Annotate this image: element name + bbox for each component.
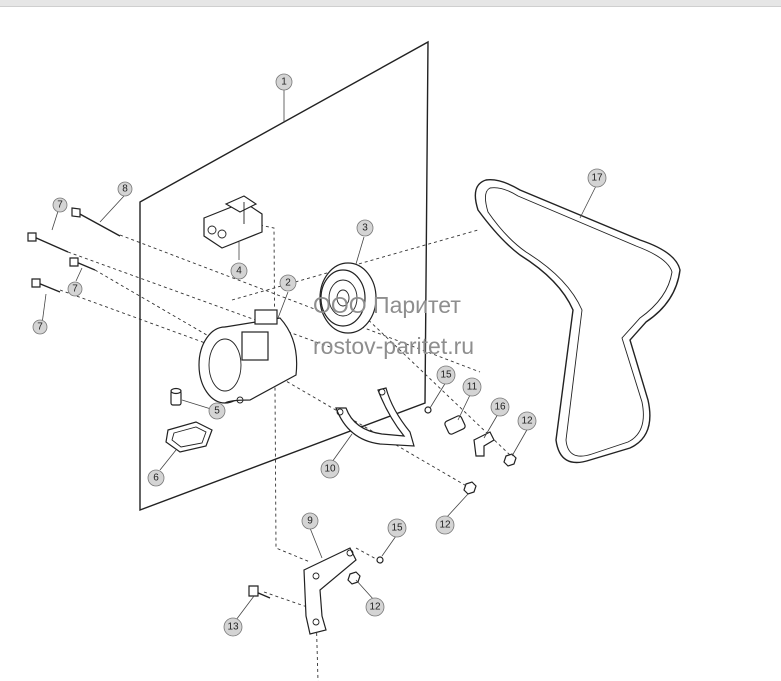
callout-16: 16	[490, 397, 510, 417]
bolt-7-middle	[69, 257, 96, 271]
svg-text:7: 7	[37, 322, 43, 333]
callout-12-lower: 12	[365, 597, 385, 617]
top-bar	[0, 0, 781, 7]
callout-17: 17	[587, 168, 607, 188]
nut-12-mid	[463, 481, 477, 495]
svg-text:7: 7	[72, 284, 78, 295]
callout-12-right: 12	[517, 411, 537, 431]
svg-text:9: 9	[307, 516, 313, 527]
svg-text:11: 11	[467, 382, 478, 393]
svg-text:15: 15	[391, 523, 403, 534]
callout-12-mid: 12	[435, 515, 455, 535]
callout-7-bottom: 7	[32, 319, 48, 335]
callout-7-middle: 7	[67, 281, 83, 297]
leader-lines	[41, 90, 597, 621]
watermark-company: ООО Паритет	[313, 292, 461, 318]
svg-text:16: 16	[494, 402, 506, 413]
bolt-7-lower	[31, 278, 61, 293]
pulley	[319, 262, 377, 334]
svg-text:5: 5	[214, 406, 220, 417]
compressor	[198, 309, 298, 404]
valve-block	[203, 195, 263, 249]
drive-belt	[474, 179, 681, 464]
fastener-15-upper	[424, 406, 432, 414]
svg-text:17: 17	[591, 173, 603, 184]
bolt-8	[71, 207, 121, 237]
svg-text:8: 8	[122, 184, 128, 195]
callout-6: 6	[147, 469, 165, 487]
callout-15-lower: 15	[387, 518, 407, 538]
watermark-website: rostov-paritet.ru	[313, 333, 475, 359]
callout-11: 11	[462, 377, 482, 397]
bolt-13	[248, 585, 271, 599]
svg-text:1: 1	[281, 77, 287, 88]
svg-text:12: 12	[521, 416, 533, 427]
svg-text:13: 13	[227, 622, 239, 633]
svg-text:12: 12	[439, 520, 451, 531]
callout-15-upper: 15	[436, 365, 456, 385]
nut-15-lower	[376, 556, 384, 564]
nut-12-right	[503, 453, 517, 467]
callout-7-top: 7	[52, 197, 68, 213]
small-bolt	[170, 387, 182, 406]
spacer-11	[444, 415, 466, 435]
svg-text:10: 10	[324, 464, 336, 475]
lower-bracket	[303, 547, 357, 635]
svg-text:6: 6	[153, 473, 159, 484]
callout-10: 10	[320, 459, 340, 479]
svg-text:12: 12	[369, 602, 381, 613]
callout-4: 4	[230, 262, 248, 280]
mounting-panel	[139, 40, 429, 512]
callout-1: 1	[275, 73, 293, 91]
svg-text:15: 15	[440, 370, 452, 381]
fitting-16	[473, 431, 495, 457]
svg-text:3: 3	[362, 223, 368, 234]
callout-8: 8	[117, 181, 133, 197]
support-bracket	[335, 387, 415, 447]
gasket	[165, 421, 213, 453]
bolt-7-upper	[27, 232, 69, 253]
callout-2: 2	[279, 274, 297, 292]
svg-text:2: 2	[285, 278, 291, 289]
callout-13: 13	[223, 617, 243, 637]
callout-9: 9	[301, 512, 319, 530]
callout-5: 5	[208, 402, 226, 420]
svg-text:7: 7	[57, 200, 63, 211]
callout-3: 3	[356, 219, 374, 237]
svg-text:4: 4	[236, 266, 242, 277]
